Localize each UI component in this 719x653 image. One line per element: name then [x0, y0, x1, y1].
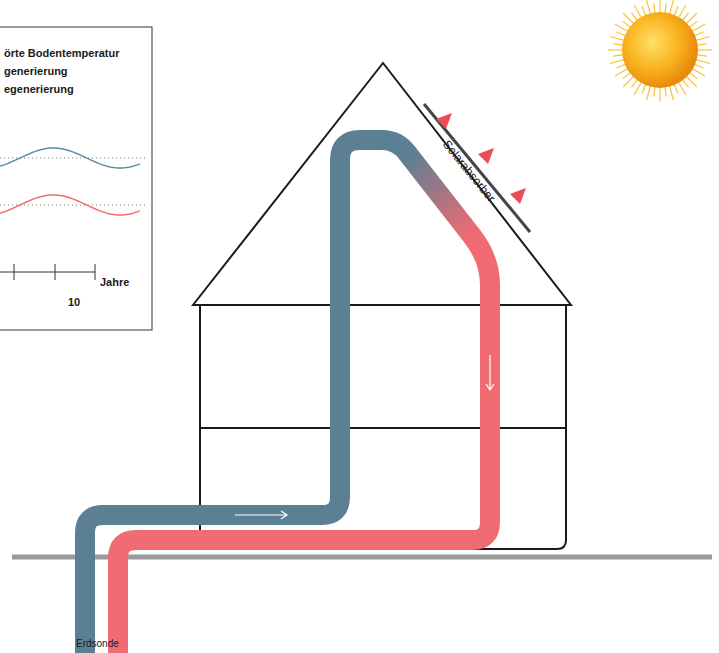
sun: [608, 0, 712, 102]
solar-absorber: [424, 104, 530, 232]
legend-text: örte Bodentemperatur: [4, 47, 120, 60]
temperature-curve: [0, 148, 140, 168]
component-label: Solarabsorber: [439, 138, 497, 205]
axis-tick: [14, 264, 15, 280]
component-label: Erdsonde: [76, 638, 119, 650]
axis-tick: [55, 264, 56, 280]
radiation-arrow: [510, 188, 526, 204]
radiation-arrow: [478, 148, 494, 164]
legend-text: egenerierung: [4, 83, 74, 96]
axis-tick-label: 10: [68, 296, 80, 309]
legend-text: generierung: [4, 65, 68, 78]
temperature-curve: [0, 195, 140, 215]
axis-tick: [95, 264, 96, 280]
cold-pipe: [85, 140, 408, 653]
radiation-arrow: [436, 113, 452, 129]
inset-chart: [0, 27, 152, 330]
flow-arrow: [235, 355, 494, 519]
warm-pipe: [118, 236, 490, 653]
axis-label: Jahre: [100, 276, 129, 289]
